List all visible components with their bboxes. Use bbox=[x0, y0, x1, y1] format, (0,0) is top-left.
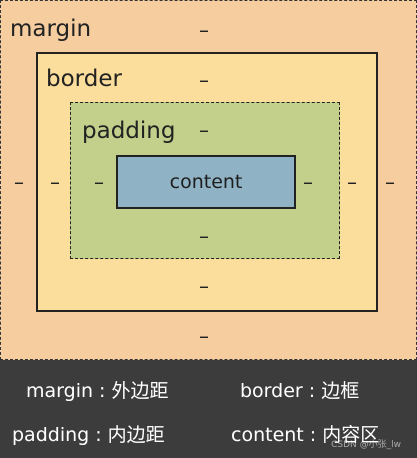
border-bottom-dash: – bbox=[199, 274, 209, 298]
margin-label: margin bbox=[10, 16, 92, 42]
border-label: border bbox=[46, 66, 122, 92]
watermark: CSDN @小张_lw bbox=[331, 440, 401, 450]
border-left-dash: – bbox=[50, 170, 60, 194]
padding-right-dash: – bbox=[303, 170, 313, 194]
border-right-dash: – bbox=[347, 170, 357, 194]
legend-content: content : 内容区 bbox=[231, 424, 380, 446]
legend-margin: margin : 外边距 bbox=[26, 380, 169, 402]
margin-left-dash: – bbox=[14, 170, 24, 194]
content-label: content bbox=[169, 171, 243, 193]
legend: margin : 外边距 border : 边框 padding : 内边距 c… bbox=[0, 360, 417, 458]
padding-top-dash: – bbox=[199, 118, 209, 142]
content-box: content bbox=[116, 155, 296, 209]
margin-bottom-dash: – bbox=[199, 324, 209, 348]
margin-right-dash: – bbox=[385, 170, 395, 194]
border-top-dash: – bbox=[199, 68, 209, 92]
padding-label: padding bbox=[82, 118, 176, 144]
box-model-diagram: margin – – – – border – – – – padding – … bbox=[0, 0, 417, 360]
padding-left-dash: – bbox=[94, 170, 104, 194]
legend-border: border : 边框 bbox=[240, 380, 360, 402]
padding-bottom-dash: – bbox=[199, 224, 209, 248]
margin-top-dash: – bbox=[199, 18, 209, 42]
legend-padding: padding : 内边距 bbox=[12, 424, 165, 446]
